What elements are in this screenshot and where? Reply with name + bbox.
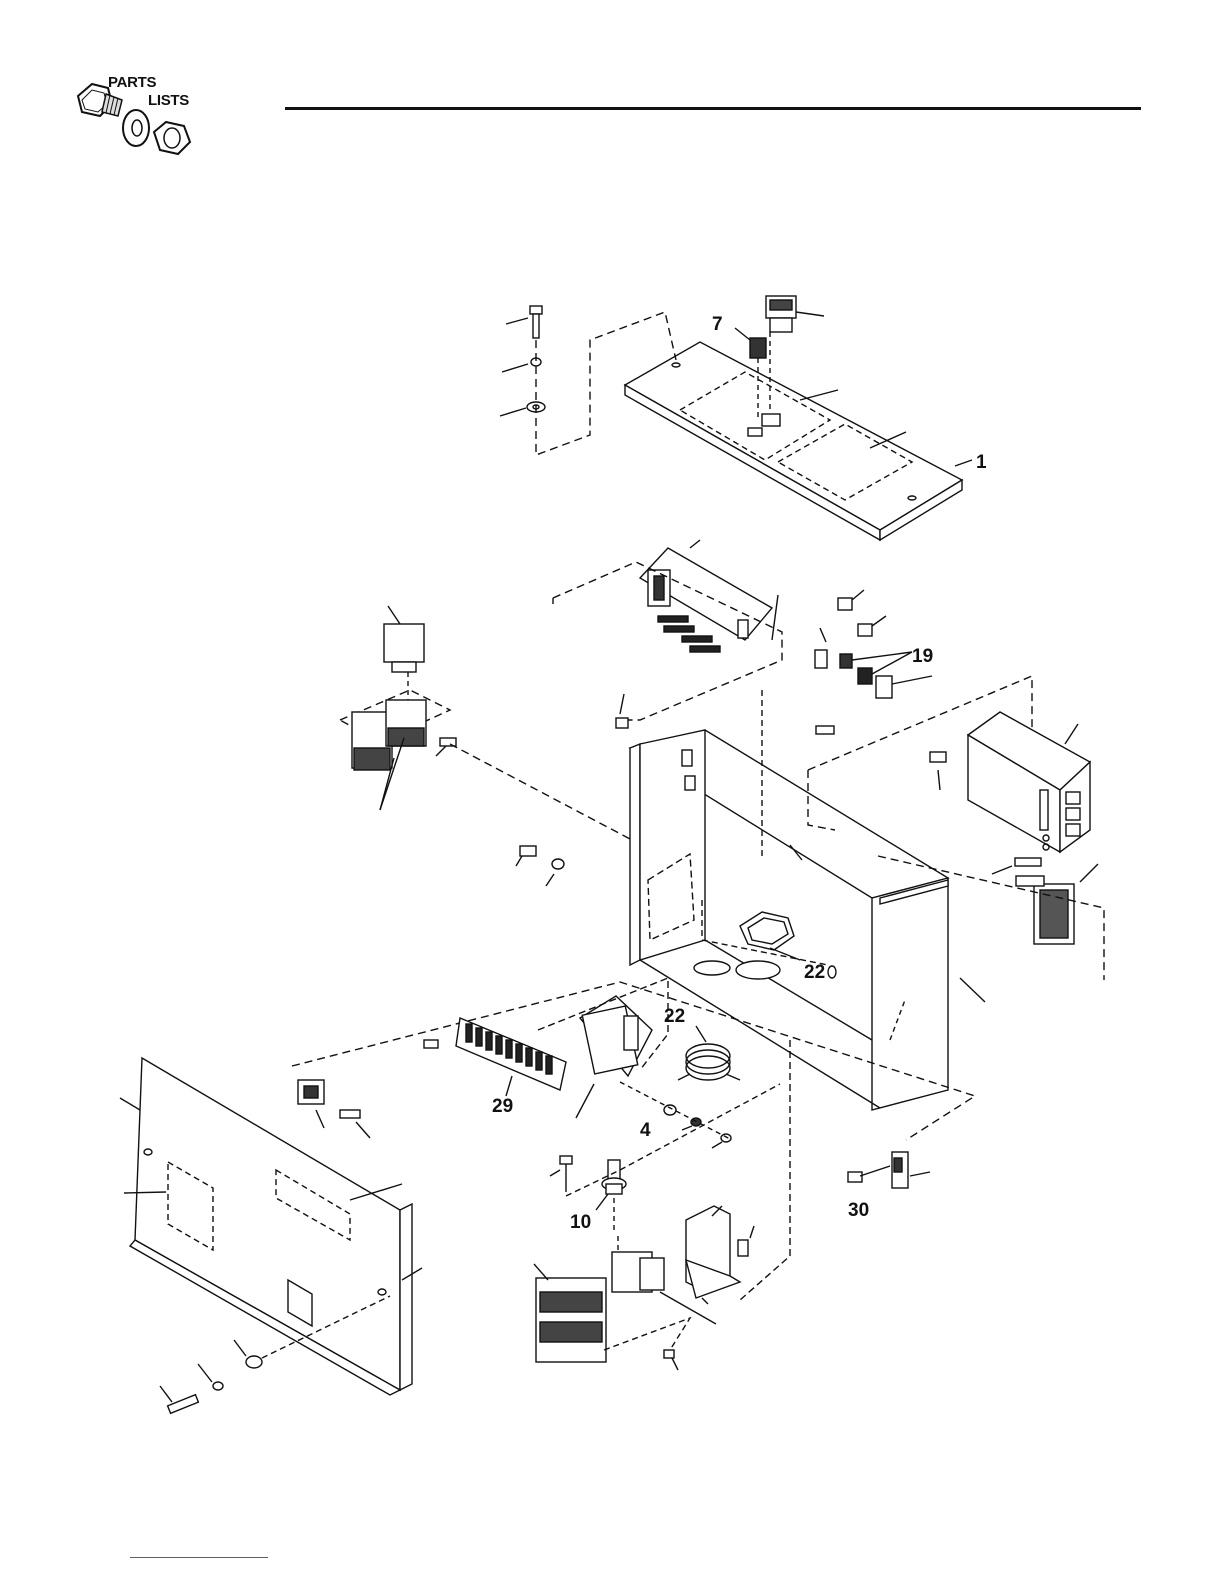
callout-1: 1 (976, 452, 987, 473)
footer-link-rule (130, 1557, 268, 1558)
washer-nut-set (620, 1082, 732, 1148)
rocker-switch (766, 296, 824, 332)
callout-4: 4 (640, 1120, 651, 1141)
relay (384, 606, 424, 700)
side-clip (848, 1152, 930, 1188)
top-cover-panel (625, 342, 962, 540)
callout-29: 29 (492, 1096, 513, 1117)
callout-10: 10 (570, 1212, 591, 1233)
callout-30: 30 (848, 1200, 869, 1221)
wire-coil (678, 1026, 740, 1080)
front-door-panel (120, 1058, 422, 1395)
side-screws (516, 694, 628, 886)
callout-22-gasket: 22 (804, 962, 825, 983)
terminal-relay-block (340, 690, 632, 840)
callout-7: 7 (712, 314, 723, 335)
callout-22-coil: 22 (664, 1006, 685, 1027)
control-circuit-board (553, 540, 782, 720)
knockout-gasket (740, 912, 800, 960)
voltage-regulator-board (538, 978, 668, 1118)
terminal-strip (424, 1018, 566, 1096)
callout-19: 19 (912, 646, 933, 667)
